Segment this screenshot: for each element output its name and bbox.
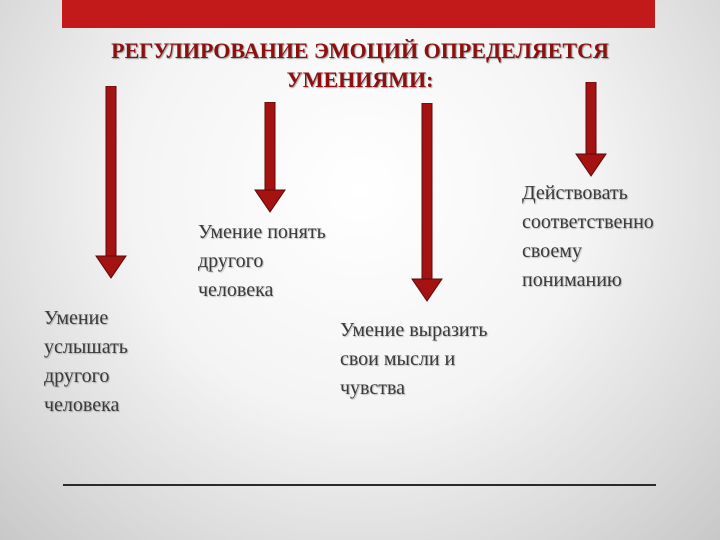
slide-title: РЕГУЛИРОВАНИЕ ЭМОЦИЙ ОПРЕДЕЛЯЕТСЯ УМЕНИЯ… (60, 36, 660, 94)
skill-label-line: пониманию (522, 269, 622, 291)
skill-express-label: Умение выразить свои мысли и чувства (340, 316, 487, 403)
skill-label-line: Умение понять (198, 221, 326, 243)
header-accent-bar (62, 0, 655, 28)
skill-label-line: соответственно (522, 211, 654, 233)
arrow-down-icon (411, 103, 443, 302)
skill-label-line: Умение (44, 307, 109, 329)
skill-label-line: услышать (44, 336, 128, 358)
skill-label-line: Умение выразить (340, 319, 488, 341)
skill-act-label: Действовать соответственно своему понима… (522, 179, 654, 295)
slide-title-line-2: УМЕНИЯМИ: (286, 67, 434, 92)
skill-label-line: своему (522, 240, 582, 262)
skill-understand-label: Умение понять другого человека (198, 218, 326, 305)
arrow-down-icon (254, 102, 286, 213)
skill-label-line: другого (44, 365, 110, 387)
arrow-down-icon (95, 86, 127, 279)
skill-label-line: человека (198, 279, 274, 301)
skill-label-line: свои мысли и (340, 348, 456, 370)
bottom-divider (63, 484, 656, 486)
arrow-down-icon (575, 82, 607, 177)
skill-listen-label: Умение услышать другого человека (44, 304, 128, 420)
skill-label-line: другого (198, 250, 264, 272)
skill-label-line: человека (44, 394, 120, 416)
skill-label-line: Действовать (522, 182, 628, 204)
slide-title-line-1: РЕГУЛИРОВАНИЕ ЭМОЦИЙ ОПРЕДЕЛЯЕТСЯ (111, 38, 609, 63)
skill-label-line: чувства (340, 377, 406, 399)
